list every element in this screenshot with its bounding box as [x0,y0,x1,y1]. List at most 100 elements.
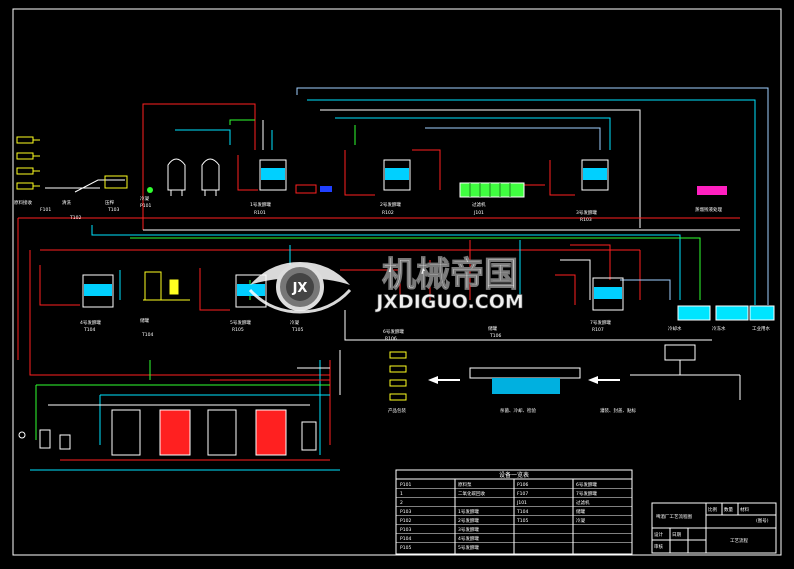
table-cell: 1号发酵罐 [458,508,479,515]
gas-tanks [167,158,220,196]
table-cell: P103 [400,509,411,515]
table-cell: T105 [516,518,528,524]
filter-press-j101 [459,182,525,198]
tb-scale: 比例 [708,506,717,513]
table-cell: T104 [516,509,528,515]
table-cell: J101 [516,500,527,506]
tb-date: 日期 [672,532,681,538]
label-residue: 蒸馏残液处理 [695,206,722,213]
table-cell: P106 [517,482,528,488]
label-r105: 5号发酵罐 [230,319,251,326]
table-cell: 4号发酵罐 [458,535,479,542]
label-r106: 6号发酵罐 [383,328,404,335]
product-trucks [389,351,407,401]
tb-qty: 数量 [724,506,733,513]
label-cond-code: P101 [140,203,151,209]
utility-tanks [677,305,775,321]
table-cell: 6号发酵罐 [576,481,597,488]
label-storage-code: T104 [141,332,153,338]
table-cell: 冷凝 [576,517,585,524]
label-t106: 储罐 [488,325,497,332]
label-r101: 1号发酵罐 [250,201,271,208]
label-receiving-code: F101 [40,207,51,213]
tb-review: 审核 [654,543,663,550]
label-t105: 冷凝 [290,319,299,326]
packaging-line [469,344,741,400]
label-t106-code: T106 [489,333,501,339]
label-r107-code: R107 [592,327,604,333]
label-fill: 灌装、封盖、贴标 [600,407,636,414]
label-j101-code: J101 [473,210,484,216]
label-r107: 7号发酵罐 [590,319,611,326]
label-cooling-water: 冷却水 [668,325,682,332]
table-cell: 过滤机 [576,499,590,506]
residue-tank [697,186,727,195]
label-packing: 产品包装 [388,407,406,414]
table-cell: F107 [517,491,528,497]
logo-letters: JX [292,281,308,296]
fermenter-r101 [259,159,332,194]
label-r103: 3号发酵罐 [576,209,597,216]
receiving-trucks [16,136,40,190]
watermark: JX 机械帝国 JXDIGUO.COM [248,255,524,314]
equipment-table: 设备一览表 P101 原料泵 P106 6号发酵罐 1 二氧化碳回收 F107 7号发酵罐 2 J… [395,469,633,555]
label-receiving: 原料接收 [14,199,32,206]
watermark-title: 机械帝国 [382,255,518,295]
table-cell: 二氧化碳回收 [458,490,485,497]
table-cell: P104 [400,536,411,542]
fermenter-r102 [383,159,411,191]
equipment-table-title: 设备一览表 [499,471,529,479]
fermenter-r103 [581,159,609,191]
conveyor [45,175,128,193]
tb-material: 材料 [740,506,749,513]
equipment-labels: 原料接收 F101 清洗 T102 压榨 T103 冷凝 P101 1号发酵罐 … [14,195,770,414]
label-storage: 储罐 [140,317,149,324]
title-block-text: 啤酒厂工艺流程图 比例 数量 材料 (图号) 设计 审核 日期 工艺流程 [654,506,769,550]
drawing-border [12,8,782,556]
pump-p101 [147,187,153,193]
flow-arrows [428,376,620,384]
table-cell: P102 [400,518,411,524]
title-block [651,502,777,554]
pipelines [17,87,769,471]
label-wash-code: T102 [69,215,81,221]
label-wash: 清洗 [62,199,71,206]
label-chilled-water: 冷冻水 [712,325,726,332]
label-r101-code: R101 [254,210,266,216]
fermenter-t104 [82,274,114,308]
label-r102: 2号发酵罐 [380,201,401,208]
label-cond: 冷凝 [140,195,149,202]
label-press-code: T103 [107,207,119,213]
label-press: 压榨 [105,199,114,206]
table-cell: P105 [400,545,411,551]
label-t104-code: T104 [83,327,95,333]
tb-design: 设计 [654,531,663,538]
table-cell: 储罐 [576,508,585,515]
label-r105-code: R105 [232,327,244,333]
gear-logo-icon: JX [248,262,352,314]
watermark-url: JXDIGUO.COM [374,291,524,313]
label-r103-code: R103 [580,217,592,223]
label-sterilize: 杀菌、冷却、检验 [500,407,536,414]
project-title: 啤酒厂工艺流程图 [656,513,692,520]
table-cell: P101 [400,482,411,488]
label-j101: 过滤机 [472,201,486,208]
tank-farm [18,409,317,456]
table-cell: P103 [400,527,411,533]
tb-drawing-no: (图号) [756,518,769,524]
table-cell: 3号发酵罐 [458,526,479,533]
label-t105-code: T105 [291,327,303,333]
storage-t104 [143,271,190,301]
table-cell: 5号发酵罐 [458,544,479,551]
table-cell: 7号发酵罐 [576,490,597,497]
table-cell: 2号发酵罐 [458,517,479,524]
table-cell: 原料泵 [458,481,472,488]
label-r102-code: R102 [382,210,394,216]
table-cell: 2 [400,500,403,506]
label-r106-code: R106 [385,336,397,342]
tb-name: 工艺流程 [730,537,748,544]
fermenter-r107 [592,277,624,311]
label-t104: 4号发酵罐 [80,319,101,326]
table-cell: 1 [400,491,403,497]
